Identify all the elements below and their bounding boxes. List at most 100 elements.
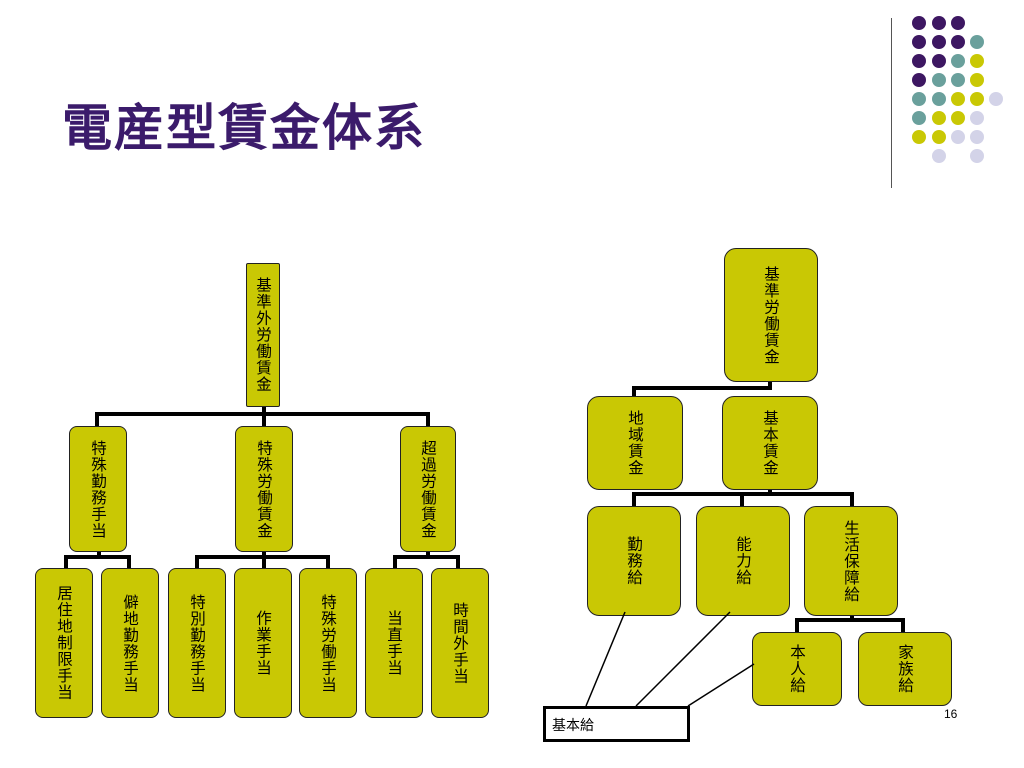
dot — [970, 111, 984, 125]
org-box-level2: 能力給 — [696, 506, 790, 616]
org-box-label: 特別勤務手当 — [188, 593, 206, 693]
dot — [932, 16, 946, 30]
dot — [989, 92, 1003, 106]
connector — [393, 555, 460, 559]
org-box-label: 家族給 — [896, 644, 914, 694]
org-box-group: 特殊労働賃金 — [235, 426, 293, 552]
connector — [97, 550, 101, 558]
dot — [912, 16, 926, 30]
org-box-label: 勤務給 — [625, 536, 643, 586]
dot — [932, 54, 946, 68]
connector — [95, 412, 99, 428]
dot — [932, 35, 946, 49]
dot — [932, 111, 946, 125]
dot — [951, 73, 965, 87]
dot — [932, 149, 946, 163]
org-box-label: 能力給 — [734, 536, 752, 586]
org-box-label: 地域賃金 — [626, 410, 644, 476]
org-box-leaf: 作業手当 — [234, 568, 292, 718]
org-box-root: 基準外労働賃金 — [246, 263, 280, 407]
connector — [262, 555, 266, 569]
org-box-level2: 生活保障給 — [804, 506, 898, 616]
org-box-level3: 本人給 — [752, 632, 842, 706]
connector — [795, 618, 905, 622]
connector — [632, 386, 772, 390]
connector — [456, 555, 460, 569]
org-box-level2: 勤務給 — [587, 506, 681, 616]
dot — [970, 149, 984, 163]
org-box-label: 僻地勤務手当 — [121, 593, 139, 693]
org-box-label: 特殊労働手当 — [319, 593, 337, 693]
connector — [127, 555, 131, 569]
org-box-label: 超過労働賃金 — [419, 439, 437, 539]
org-box-level1: 地域賃金 — [587, 396, 683, 490]
dot — [912, 35, 926, 49]
org-box-label: 居住地制限手当 — [55, 585, 73, 701]
dot — [912, 92, 926, 106]
org-box-group: 特殊勤務手当 — [69, 426, 127, 552]
org-box-label: 特殊労働賃金 — [255, 439, 273, 539]
connector — [426, 550, 430, 558]
dot — [970, 35, 984, 49]
org-box-leaf: 時間外手当 — [431, 568, 489, 718]
connector — [262, 550, 266, 558]
dot — [970, 73, 984, 87]
header-divider — [891, 18, 892, 188]
org-box-label: 基準外労働賃金 — [254, 277, 272, 393]
connector — [740, 492, 744, 508]
org-box-leaf: 当直手当 — [365, 568, 423, 718]
dot — [951, 130, 965, 144]
dot — [932, 92, 946, 106]
org-box-level1: 基本賃金 — [722, 396, 818, 490]
dot — [951, 35, 965, 49]
dot — [970, 54, 984, 68]
org-box-level3: 家族給 — [858, 632, 952, 706]
connector — [795, 618, 799, 634]
dot — [951, 111, 965, 125]
org-box-root: 基準労働賃金 — [724, 248, 818, 382]
org-box-group: 超過労働賃金 — [400, 426, 456, 552]
connector — [393, 555, 397, 569]
connector — [262, 412, 266, 428]
page-title: 電産型賃金体系 — [62, 99, 426, 157]
connector — [195, 555, 199, 569]
connector — [632, 492, 636, 508]
connector — [426, 412, 430, 428]
callout-line — [635, 611, 731, 707]
connector — [768, 380, 772, 390]
org-box-label: 本人給 — [788, 644, 806, 694]
connector — [850, 492, 854, 508]
callout-line — [585, 611, 626, 707]
connector — [262, 405, 266, 415]
dot — [970, 92, 984, 106]
callout-label-box: 基本給 — [543, 706, 690, 742]
connector — [64, 555, 68, 569]
dot — [912, 54, 926, 68]
org-box-label: 作業手当 — [254, 610, 272, 676]
connector — [64, 555, 131, 559]
connector — [901, 618, 905, 634]
org-box-label: 基準労働賃金 — [762, 265, 780, 365]
page-number: 16 — [944, 707, 958, 721]
org-box-leaf: 特別勤務手当 — [168, 568, 226, 718]
dot — [912, 130, 926, 144]
org-box-label: 時間外手当 — [451, 601, 469, 685]
dot — [912, 111, 926, 125]
connector — [326, 555, 330, 569]
dot — [951, 92, 965, 106]
dot — [951, 54, 965, 68]
dot — [932, 130, 946, 144]
dot — [912, 73, 926, 87]
org-box-label: 生活保障給 — [842, 519, 860, 603]
org-box-label: 当直手当 — [385, 610, 403, 676]
dot — [932, 73, 946, 87]
connector — [632, 386, 636, 398]
org-box-label: 特殊勤務手当 — [89, 439, 107, 539]
org-box-leaf: 僻地勤務手当 — [101, 568, 159, 718]
org-box-leaf: 特殊労働手当 — [299, 568, 357, 718]
org-box-leaf: 居住地制限手当 — [35, 568, 93, 718]
org-box-label: 基本賃金 — [761, 410, 779, 476]
callout-line — [687, 663, 755, 707]
dot — [970, 130, 984, 144]
dot — [951, 16, 965, 30]
